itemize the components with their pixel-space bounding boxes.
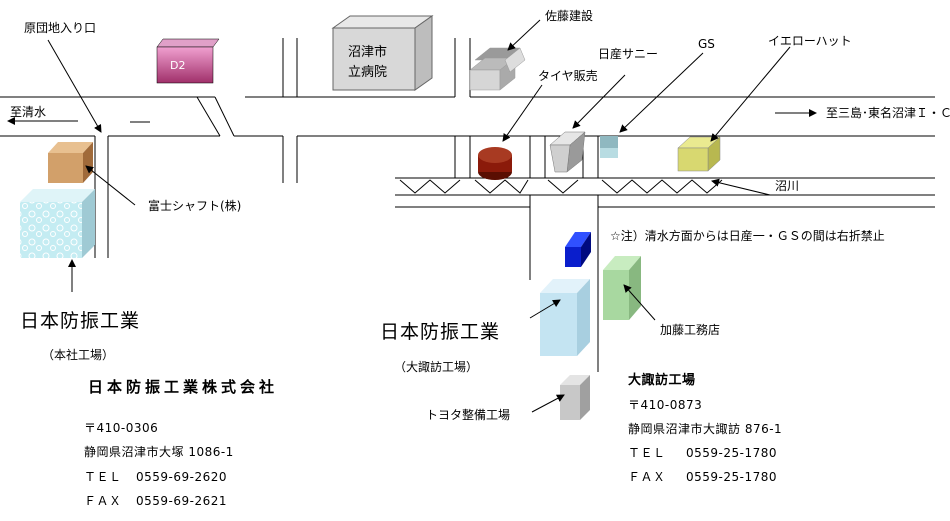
building-gs xyxy=(600,136,618,158)
building-d2 xyxy=(156,38,220,84)
company-fax: 0559-69-2621 xyxy=(136,494,228,508)
label-toyota: トヨタ整備工場 xyxy=(426,408,511,422)
building-hospital xyxy=(331,15,434,91)
label-note: ☆注）清水方面からは日産一・ＧＳの間は右折禁止 xyxy=(610,229,885,243)
building-tire-shop xyxy=(478,147,512,180)
building-kato xyxy=(603,256,641,320)
label-fuji-shaft: 富士シャフト(株) xyxy=(148,199,242,213)
label-hospital-1: 沼津市 xyxy=(348,45,388,60)
label-gs: GS xyxy=(698,37,715,51)
label-river: 沼川 xyxy=(775,179,800,193)
main-factory-subtitle: （本社工場） xyxy=(42,348,115,362)
river-numagawa xyxy=(399,179,723,194)
osuwa-tel: 0559-25-1780 xyxy=(686,446,778,460)
company-name: 日本防振工業株式会社 xyxy=(88,378,279,396)
label-sato: 佐藤建設 xyxy=(545,9,594,23)
label-hospital-2: 立病院 xyxy=(348,65,388,80)
building-yellowhat xyxy=(677,136,721,172)
osuwa-zip: 〒410-0873 xyxy=(628,398,703,412)
label-kato: 加藤工務店 xyxy=(660,323,721,337)
building-sato xyxy=(469,47,526,91)
osuwa-tel-label: ＴＥＬ xyxy=(628,446,666,460)
osuwa-factory-subtitle: （大諏訪工場） xyxy=(394,360,479,374)
label-nissan: 日産サニー xyxy=(598,47,659,61)
osuwa-fax: 0559-25-1780 xyxy=(686,470,778,484)
main-factory-title: 日本防振工業 xyxy=(20,310,141,332)
osuwa-name: 大諏訪工場 xyxy=(628,373,696,388)
label-d2: D2 xyxy=(170,59,186,72)
building-blue-box xyxy=(565,232,591,267)
company-fax-label: ＦＡＸ xyxy=(84,494,122,508)
company-address: 静岡県沼津市大塚 1086-1 xyxy=(84,445,234,459)
osuwa-address: 静岡県沼津市大諏訪 876-1 xyxy=(628,422,783,436)
company-zip: 〒410-0306 xyxy=(84,421,159,435)
label-tire: タイヤ販売 xyxy=(538,69,598,83)
osuwa-fax-label: ＦＡＸ xyxy=(628,470,666,484)
label-haradanchi: 原団地入り口 xyxy=(24,21,97,35)
company-tel: 0559-69-2620 xyxy=(136,470,228,484)
label-yellowhat: イエローハット xyxy=(768,34,852,48)
leader-lines xyxy=(7,19,817,413)
building-osuwa-factory xyxy=(540,279,590,356)
company-tel-label: ＴＥＬ xyxy=(84,470,122,484)
building-toyota xyxy=(560,375,590,420)
label-to-shimizu: 至清水 xyxy=(10,105,47,119)
building-fuji-shaft xyxy=(48,142,93,183)
osuwa-factory-title: 日本防振工業 xyxy=(380,321,501,343)
building-main-factory xyxy=(20,189,95,258)
building-nissan xyxy=(549,131,586,173)
label-to-mishima: 至三島･東名沼津Ｉ・Ｃ xyxy=(826,106,950,120)
